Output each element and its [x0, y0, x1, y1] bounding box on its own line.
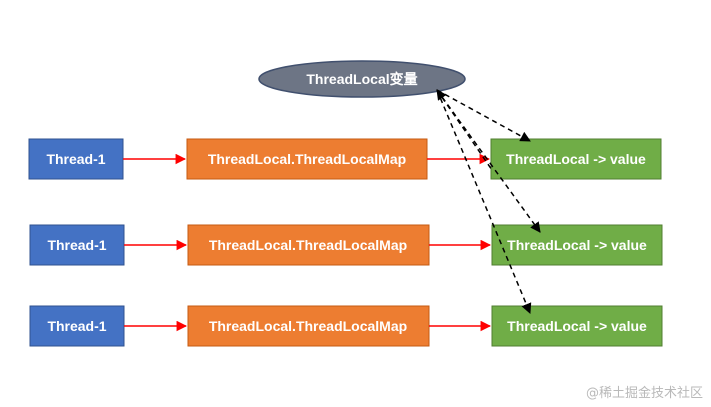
- entry-label: ThreadLocal -> value: [506, 151, 646, 167]
- watermark: @稀土掘金技术社区: [585, 386, 703, 401]
- reference-arrows: [436, 89, 541, 314]
- thread-label: Thread-1: [47, 318, 106, 334]
- threadlocalmap-box: [187, 224, 430, 266]
- entry-box: [491, 305, 663, 347]
- threadlocalmap-label: ThreadLocal.ThreadLocalMap: [209, 237, 407, 253]
- dashed-arrow-back-to-row-1: [436, 89, 493, 171]
- threadlocal-variable-node: ThreadLocal变量: [258, 60, 466, 98]
- dashed-arrow-to-entry-1: [436, 89, 531, 142]
- threadlocalmap-label: ThreadLocal.ThreadLocalMap: [209, 318, 407, 334]
- threadlocal-variable-ellipse: [258, 60, 466, 98]
- thread-box: [28, 138, 124, 180]
- threadlocal-variable-label: ThreadLocal变量: [306, 71, 417, 87]
- thread-label: Thread-1: [47, 237, 106, 253]
- row-3: Thread-1 ThreadLocal.ThreadLocalMap Thre…: [29, 305, 663, 347]
- row-1: Thread-1 ThreadLocal.ThreadLocalMap Thre…: [28, 138, 662, 180]
- threadlocalmap-box: [187, 305, 430, 347]
- entry-label: ThreadLocal -> value: [507, 237, 647, 253]
- entry-label: ThreadLocal -> value: [507, 318, 647, 334]
- thread-label: Thread-1: [46, 151, 105, 167]
- threadlocalmap-label: ThreadLocal.ThreadLocalMap: [208, 151, 406, 167]
- dashed-arrow-to-entry-3: [436, 89, 532, 314]
- row-2: Thread-1 ThreadLocal.ThreadLocalMap Thre…: [29, 224, 663, 266]
- threadlocalmap-box: [186, 138, 428, 180]
- entry-box: [491, 224, 663, 266]
- entry-box: [490, 138, 662, 180]
